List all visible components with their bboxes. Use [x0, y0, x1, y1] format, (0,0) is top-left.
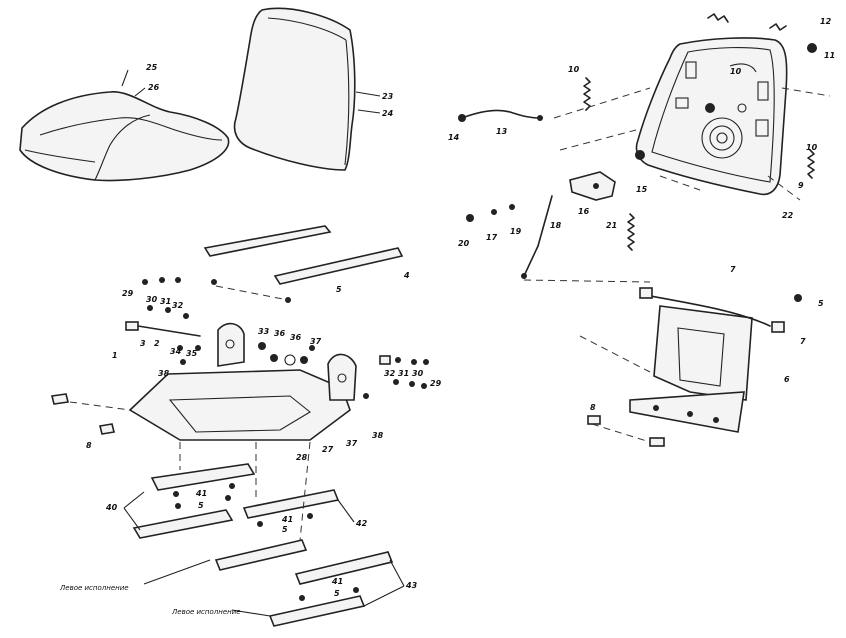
label-10c: 10 — [806, 143, 818, 152]
label-20: 20 — [458, 239, 470, 248]
label-7a: 7 — [730, 265, 736, 274]
label-15: 15 — [636, 185, 648, 194]
console-bracket — [587, 287, 802, 447]
note-left-variant-1: Левое исполнение — [59, 584, 129, 592]
cable-13 — [458, 109, 543, 122]
callout-labels: 25 26 23 24 12 11 10 10 10 14 13 9 15 16… — [59, 17, 835, 616]
label-5e: 5 — [334, 589, 340, 598]
spring-10-left — [583, 77, 815, 179]
gas-spring — [466, 195, 553, 279]
label-30b: 30 — [412, 369, 424, 378]
label-6: 6 — [784, 375, 790, 384]
label-42: 42 — [355, 519, 368, 528]
label-1: 1 — [112, 351, 118, 360]
label-23: 23 — [382, 92, 394, 101]
slide-assembly-40 — [132, 463, 256, 539]
label-12: 12 — [820, 17, 832, 26]
slide-assembly-43 — [268, 551, 394, 627]
note-left-variant-2: Левое исполнение — [171, 608, 241, 616]
label-7b: 7 — [800, 337, 806, 346]
label-4: 4 — [403, 271, 410, 280]
spring-21 — [627, 213, 635, 251]
label-5d: 5 — [282, 525, 288, 534]
label-29a: 29 — [122, 289, 134, 298]
label-26: 26 — [148, 83, 160, 92]
label-5b: 5 — [818, 299, 824, 308]
label-5c: 5 — [198, 501, 204, 510]
label-10a: 10 — [568, 65, 580, 74]
label-11: 11 — [824, 51, 835, 60]
seat-cushion — [19, 91, 230, 182]
label-16: 16 — [578, 207, 590, 216]
seat-back — [233, 7, 356, 171]
label-27: 27 — [322, 445, 334, 454]
label-35: 35 — [186, 349, 198, 358]
label-29b: 29 — [430, 379, 442, 388]
label-43: 43 — [405, 581, 418, 590]
rails-upper — [203, 225, 404, 303]
label-32a: 32 — [172, 301, 184, 310]
washers-center — [258, 342, 315, 366]
label-41b: 41 — [281, 515, 293, 524]
label-38b: 38 — [372, 431, 384, 440]
adjuster-parts-right — [363, 355, 429, 399]
label-36a: 36 — [274, 329, 286, 338]
label-18: 18 — [550, 221, 562, 230]
label-41a: 41 — [195, 489, 207, 498]
label-24: 24 — [382, 109, 394, 118]
adjuster-parts-left — [125, 277, 201, 365]
slide-assembly-42 — [214, 489, 340, 571]
label-31a: 31 — [160, 297, 171, 306]
label-38a: 38 — [158, 369, 170, 378]
label-32b: 32 — [384, 369, 396, 378]
label-10b: 10 — [730, 67, 742, 76]
label-40: 40 — [105, 503, 118, 512]
label-28: 28 — [296, 453, 308, 462]
label-25: 25 — [146, 63, 158, 72]
label-22: 22 — [782, 211, 794, 220]
label-3: 3 — [140, 339, 146, 348]
label-2: 2 — [154, 339, 160, 348]
label-19: 19 — [510, 227, 522, 236]
label-37a: 37 — [310, 337, 322, 346]
seat-pan — [128, 322, 357, 441]
label-5a: 5 — [336, 285, 342, 294]
clips-left — [51, 393, 115, 435]
label-41c: 41 — [331, 577, 343, 586]
label-33: 33 — [258, 327, 270, 336]
label-8b: 8 — [86, 441, 92, 450]
label-14: 14 — [448, 133, 460, 142]
label-34: 34 — [170, 347, 182, 356]
label-37b: 37 — [346, 439, 358, 448]
springs-top — [707, 13, 817, 53]
label-9: 9 — [798, 181, 804, 190]
leader-lines — [69, 69, 831, 617]
label-13: 13 — [496, 127, 508, 136]
label-31b: 31 — [398, 369, 409, 378]
label-8a: 8 — [590, 403, 596, 412]
label-17: 17 — [486, 233, 498, 242]
hinge-plate — [569, 171, 616, 201]
label-21: 21 — [606, 221, 617, 230]
back-frame — [635, 37, 788, 196]
label-36b: 36 — [290, 333, 302, 342]
label-30a: 30 — [146, 295, 158, 304]
